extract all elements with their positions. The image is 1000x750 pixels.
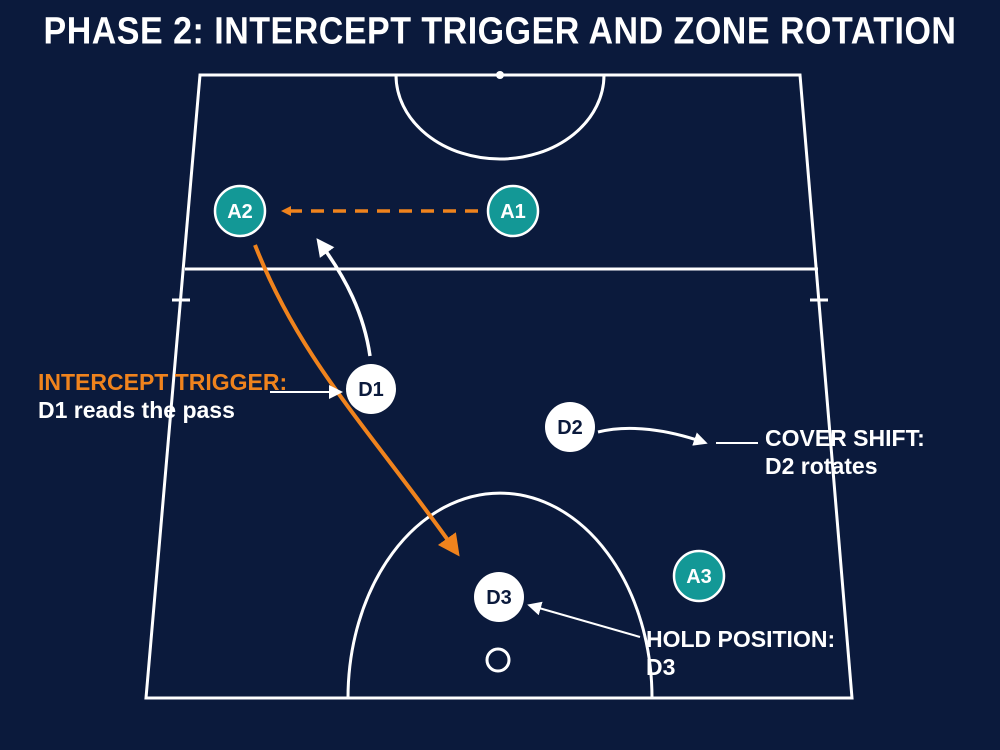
d2-rotation-arrow [597,426,708,446]
player-a3: A3 [672,549,726,603]
cover-detail: D2 rotates [765,453,878,480]
hold-callout: HOLD POSITION: D3 [646,625,835,681]
court-lines [144,73,854,700]
player-d3: D3 [474,572,524,622]
d1-movement-arrow [316,238,372,357]
hold-leader-line [527,601,641,638]
intercept-heading: INTERCEPT TRIGGER: [38,369,288,395]
svg-text:D1: D1 [358,379,384,401]
centre-dot [496,71,504,79]
svg-text:A1: A1 [500,201,526,223]
cover-callout: COVER SHIFT: D2 rotates [765,424,925,480]
intercept-callout: INTERCEPT TRIGGER: D1 reads the pass [38,368,287,424]
player-a2: A2 [213,184,267,238]
player-d1: D1 [346,364,396,414]
svg-text:D2: D2 [557,417,583,439]
player-d2: D2 [545,402,595,452]
hold-heading: HOLD POSITION: [646,626,836,652]
goal-post-ring [485,647,511,673]
svg-text:D3: D3 [486,587,512,609]
diagram-title: PHASE 2: INTERCEPT TRIGGER AND ZONE ROTA… [43,9,957,53]
top-goal-circle [394,74,606,161]
cover-heading: COVER SHIFT: [765,425,925,451]
court-boundary [144,73,854,700]
intercept-detail: D1 reads the pass [38,397,235,424]
player-a1: A1 [486,184,540,238]
hold-detail: D3 [646,654,676,681]
svg-text:A3: A3 [686,566,712,588]
bottom-goal-circle [346,491,654,699]
svg-text:A2: A2 [227,201,253,223]
